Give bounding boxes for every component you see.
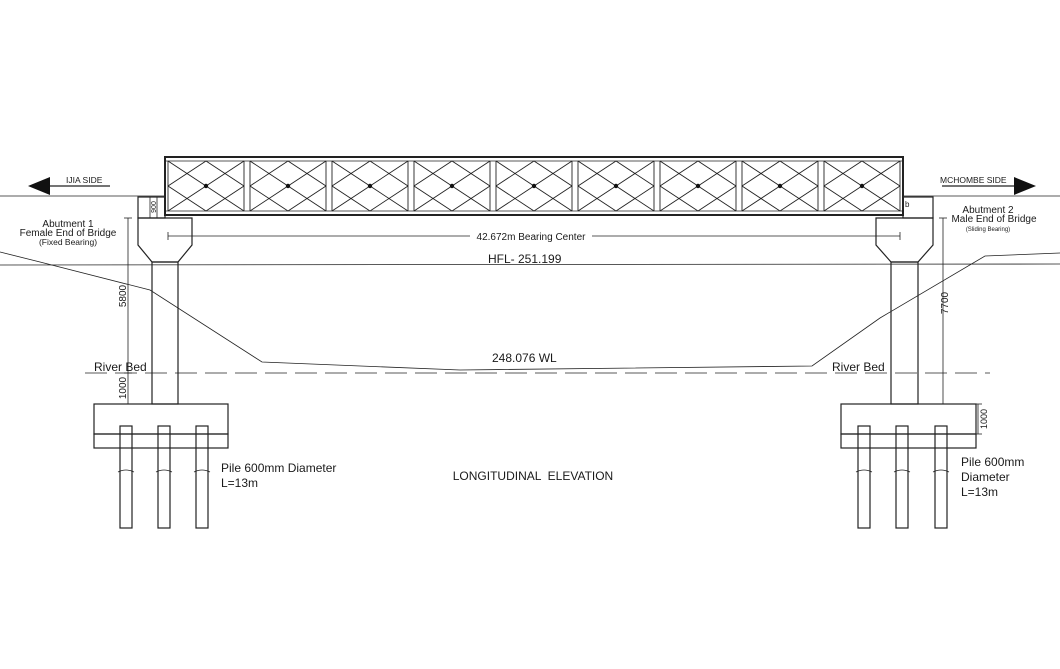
- left-small-dim: 900: [151, 201, 158, 213]
- truss-panel: [331, 160, 409, 212]
- left-base-dim: 1000: [118, 376, 129, 399]
- abutment2-title: Abutment 2: [962, 205, 1014, 216]
- bearing-center-label: 42.672m Bearing Center: [477, 232, 587, 243]
- river-bed-left-label: River Bed: [94, 360, 147, 374]
- drawing-title: LONGITUDINAL ELEVATION: [453, 469, 613, 483]
- bearing-center-dimension: [167, 232, 901, 240]
- left-direction-arrow: [28, 177, 110, 195]
- left-abutment: [93, 196, 229, 529]
- left-height-dim: 5800: [118, 284, 129, 307]
- bridge-truss: [164, 156, 904, 216]
- left-pile-label-line2: L=13m: [221, 476, 258, 490]
- right-abutment: [840, 196, 977, 529]
- truss-panel: [659, 160, 737, 212]
- right-base-dim: 1000: [979, 409, 989, 429]
- hfl-label: HFL- 251.199: [488, 252, 562, 266]
- truss-panel: [741, 160, 819, 212]
- abutment1-title: Abutment 1: [42, 219, 94, 230]
- right-height-dim: 7700: [940, 291, 951, 314]
- abutment1-type: Female End of Bridge: [20, 228, 117, 239]
- truss-panel: [823, 160, 901, 212]
- abutment2-bearing: (Sliding Bearing): [966, 227, 1010, 233]
- truss-panel: [495, 160, 573, 212]
- left-vertical-dimension: [124, 197, 158, 405]
- right-pile-label-line2: Diameter: [961, 470, 1010, 484]
- right-pile-label-line3: L=13m: [961, 485, 998, 499]
- river-bed-right-label: River Bed: [832, 360, 885, 374]
- abutment1-bearing: (Fixed Bearing): [39, 237, 97, 247]
- right-side-label: MCHOMBE SIDE: [940, 175, 1007, 185]
- right-bearing-mark: b: [905, 200, 910, 209]
- truss-panels: [167, 160, 901, 212]
- left-side-label: IJIA SIDE: [66, 175, 103, 185]
- right-pile-label-line1: Pile 600mm: [961, 455, 1024, 469]
- right-direction-arrow: [942, 177, 1036, 195]
- river-bed-profile: [0, 251, 1060, 371]
- truss-panel: [577, 160, 655, 212]
- right-vertical-dimension: [939, 217, 982, 435]
- water-level-label: 248.076 WL: [492, 351, 557, 365]
- hfl-line: [0, 263, 1060, 266]
- abutment2-type: Male End of Bridge: [951, 214, 1036, 225]
- left-pile-label-line1: Pile 600mm Diameter: [221, 461, 336, 475]
- truss-panel: [167, 160, 245, 212]
- truss-panel: [249, 160, 327, 212]
- truss-panel: [413, 160, 491, 212]
